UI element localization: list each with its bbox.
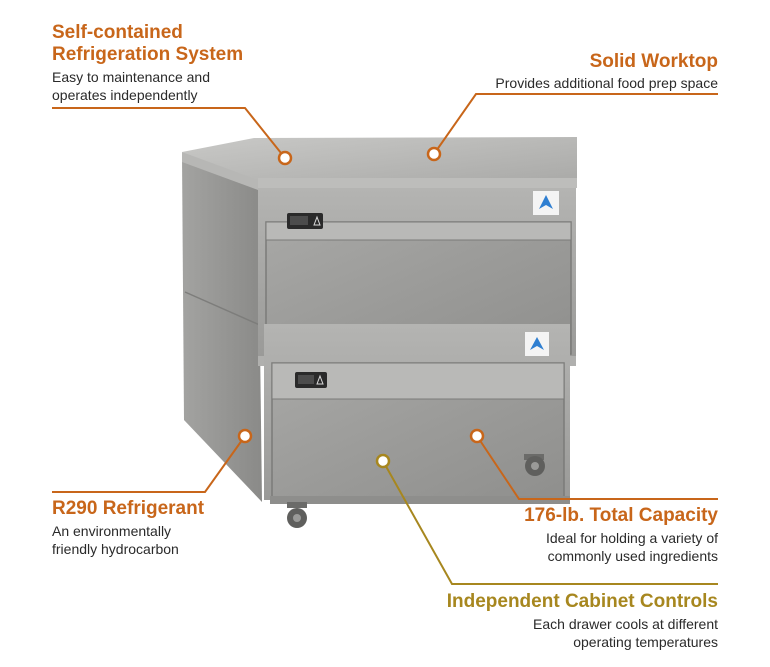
leader-self-contained [52, 107, 286, 159]
upper-drawer-handle [265, 221, 572, 241]
callout-desc: operating temperatures [573, 634, 718, 650]
callout-desc: commonly used ingredients [547, 548, 718, 564]
leader-capacity [476, 435, 718, 500]
caster-wheel-icon [287, 502, 307, 528]
callout-desc: Provides additional food prep space [495, 75, 718, 91]
callout-desc: Each drawer cools at different [533, 616, 718, 632]
callout-title: R290 Refrigerant [52, 498, 205, 519]
dot-worktop [426, 146, 442, 162]
callout-controls: Independent Cabinet Controls Each drawer… [408, 591, 718, 651]
dot-refrigerant [237, 428, 253, 444]
callout-title: Refrigeration System [52, 44, 244, 65]
leader-refrigerant [52, 435, 246, 493]
callout-worktop: Solid Worktop Provides additional food p… [440, 51, 718, 92]
callout-title: 176-lb. Total Capacity [524, 505, 718, 526]
cabinet-base [270, 496, 570, 504]
callout-desc: Ideal for holding a variety of [546, 530, 718, 546]
callout-capacity: 176-lb. Total Capacity Ideal for holding… [468, 505, 718, 565]
callout-title: Self-contained [52, 22, 183, 43]
dot-self-contained [277, 150, 293, 166]
callout-title: Independent Cabinet Controls [446, 591, 718, 612]
dot-controls [375, 453, 391, 469]
callout-desc: Easy to maintenance and [52, 69, 210, 85]
leader-worktop [433, 93, 718, 155]
dot-capacity [469, 428, 485, 444]
callout-refrigerant: R290 Refrigerant An environmentally frie… [52, 498, 272, 558]
callout-self-contained: Self-contained Refrigeration System Easy… [52, 22, 312, 104]
callout-title: Solid Worktop [589, 51, 718, 72]
leader-controls [382, 460, 718, 585]
callout-desc: operates independently [52, 87, 198, 103]
worktop [182, 137, 577, 184]
cabinet-side-panel [182, 158, 262, 502]
caster-wheel-icon [524, 454, 545, 476]
callout-desc: friendly hydrocarbon [52, 541, 179, 557]
callout-desc: An environmentally [52, 523, 172, 539]
